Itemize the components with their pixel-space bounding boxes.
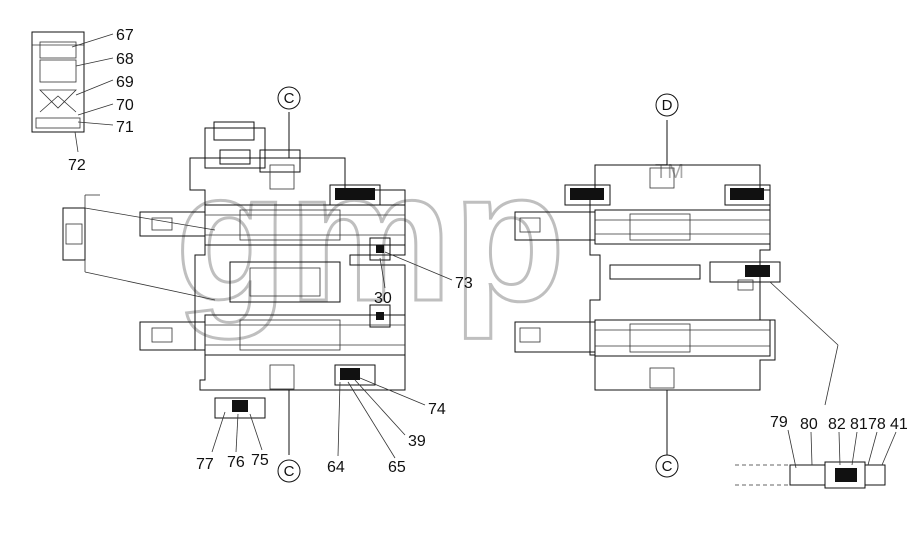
callout-67: 67 <box>116 27 134 44</box>
left-valve-body <box>139 112 406 455</box>
callout-30: 30 <box>374 290 392 307</box>
callout-71: 71 <box>116 119 134 136</box>
callout-73: 73 <box>455 275 473 292</box>
left-top-spool <box>205 209 405 241</box>
svg-text:C: C <box>284 90 295 107</box>
callout-64: 64 <box>327 459 345 476</box>
section-marker-bottom-left: C <box>277 459 301 483</box>
callout-77: 77 <box>196 456 214 473</box>
detail-top-left <box>31 31 85 133</box>
detail-bottom-right <box>735 461 886 489</box>
callout-79: 79 <box>770 414 788 431</box>
section-marker-top-right: D <box>655 93 679 117</box>
callout-69: 69 <box>116 74 134 91</box>
callout-78: 78 <box>868 416 886 433</box>
callout-70: 70 <box>116 97 134 114</box>
callout-80: 80 <box>800 416 818 433</box>
svg-text:C: C <box>284 463 295 480</box>
callout-65: 65 <box>388 459 406 476</box>
right-valve-body <box>514 120 781 455</box>
callout-81: 81 <box>850 416 868 433</box>
callout-39: 39 <box>408 433 426 450</box>
svg-text:C: C <box>662 458 673 475</box>
svg-text:D: D <box>662 97 673 114</box>
callout-68: 68 <box>116 51 134 68</box>
detail-mid-left <box>62 194 216 301</box>
callout-41: 41 <box>890 416 908 433</box>
callout-74: 74 <box>428 401 446 418</box>
section-marker-bottom-right: C <box>655 454 679 478</box>
section-marker-top-left: C <box>277 86 301 110</box>
callout-72: 72 <box>68 157 86 174</box>
callout-82: 82 <box>828 416 846 433</box>
callout-76: 76 <box>227 454 245 471</box>
callout-75: 75 <box>251 452 269 469</box>
watermark-tm: TM <box>655 161 684 183</box>
